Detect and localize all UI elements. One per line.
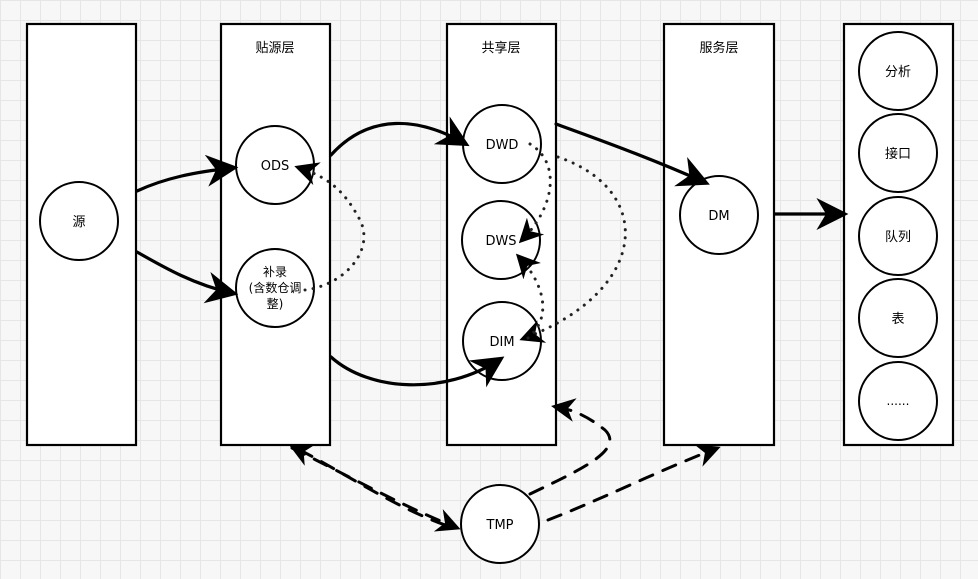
tmp-node <box>460 484 540 564</box>
tmp-node-label: TMP <box>486 518 514 533</box>
app-analysis-node <box>858 31 938 111</box>
dotted-dim-to-dws <box>515 253 545 340</box>
app-analysis-label: 分析 <box>885 65 911 80</box>
source-node-label: 源 <box>72 215 85 230</box>
arrow-ods-to-dwd <box>329 116 470 157</box>
paste-layer-box <box>219 22 332 447</box>
app-queue-node <box>858 196 938 276</box>
shared-layer-title: 共享层 <box>481 40 520 56</box>
app-more-label: ...... <box>887 394 910 408</box>
source-node <box>39 181 119 261</box>
app-table-label: 表 <box>891 312 904 327</box>
arrow-source-to-ods <box>135 154 239 193</box>
dotted-dwd-to-dws <box>518 142 552 244</box>
dm-node <box>679 175 759 255</box>
ods-node-label: ODS <box>261 159 290 174</box>
app-more-node <box>858 361 938 441</box>
dwd-node-label: DWD <box>486 138 519 153</box>
dim-node-label: DIM <box>489 335 514 350</box>
dashed-paste-to-tmp <box>290 446 461 532</box>
arrow-source-to-supplement <box>135 250 239 304</box>
dws-node-label: DWS <box>485 234 516 249</box>
app-interface-node <box>858 113 938 193</box>
supplement-label-line1: 补录 <box>263 265 287 279</box>
supplement-label-line3: 整) <box>267 296 284 311</box>
dashed-tmp-to-service <box>546 444 721 522</box>
paste-layer-title: 贴源层 <box>255 41 294 56</box>
arrow-dwd-to-dm <box>554 122 710 187</box>
app-table-node <box>858 278 938 358</box>
app-queue-label: 队列 <box>885 230 911 245</box>
dm-node-label: DM <box>708 209 729 224</box>
dashed-tmp-to-shared <box>528 398 612 496</box>
app-interface-label: 接口 <box>885 146 911 162</box>
supplement-label-line2: (含数仓调 <box>249 280 302 295</box>
dotted-supplement-to-ods <box>294 162 366 292</box>
service-layer-title: 服务层 <box>699 40 738 56</box>
arrow-supplement-to-dim <box>329 355 505 388</box>
